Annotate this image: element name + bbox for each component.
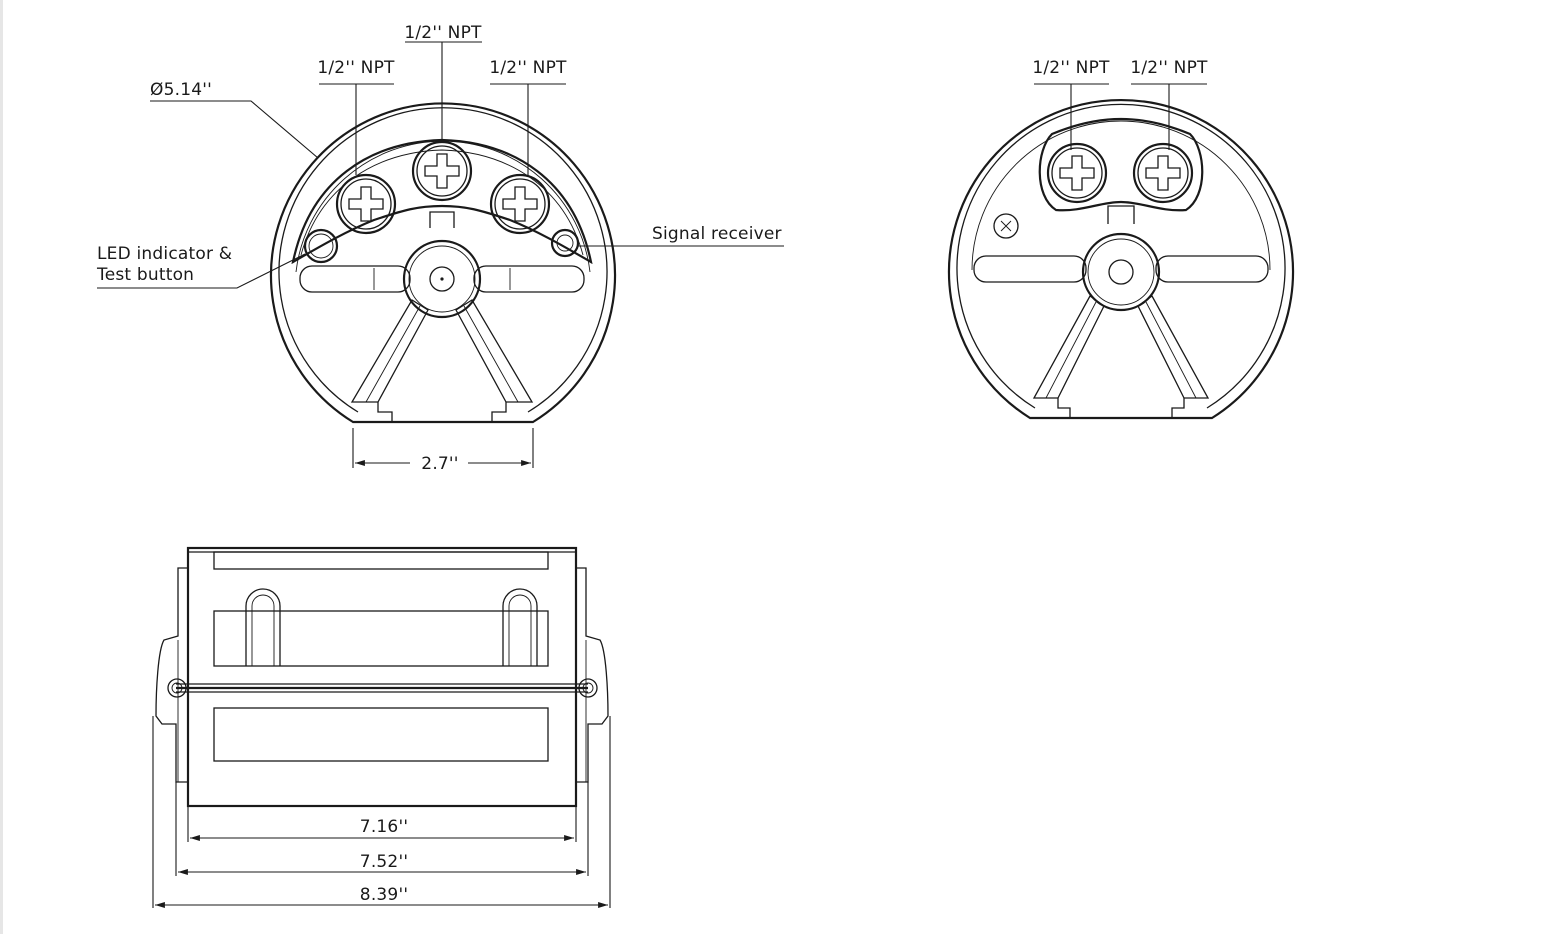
npt-label-top: 1/2'' NPT <box>404 23 482 43</box>
side-lower-window <box>213 707 549 762</box>
width-716-label: 7.16'' <box>360 817 408 837</box>
led-label: LED indicator & <box>97 244 232 264</box>
width-752-label: 7.52'' <box>360 852 408 872</box>
front2-small-screw-icon <box>993 213 1019 239</box>
front-annotations <box>97 41 784 468</box>
front-arm-right <box>473 265 585 293</box>
front-view-three-conduit <box>269 102 617 424</box>
side-pivot-left-icon <box>167 678 187 698</box>
side-upper-window <box>213 610 549 667</box>
npt-label-right: 1/2'' NPT <box>489 58 567 78</box>
front-view-two-conduit <box>947 98 1295 420</box>
npt-label-left: 1/2'' NPT <box>317 58 395 78</box>
signal-receiver-label: Signal receiver <box>652 224 782 244</box>
page-edge <box>0 0 3 934</box>
side-main-body <box>186 546 578 808</box>
front-leg-right <box>455 299 534 403</box>
front-arm-left <box>299 265 411 293</box>
front2-arm-left <box>973 255 1087 283</box>
npt2-label-right: 1/2'' NPT <box>1130 58 1208 78</box>
diameter-label: Ø5.14'' <box>150 80 212 100</box>
side-pivot-right-icon <box>578 678 598 698</box>
front2-screw-right-icon <box>1132 142 1194 204</box>
front2-screw-left-icon <box>1046 142 1108 204</box>
front2-arm-right <box>1155 255 1269 283</box>
front-hub <box>402 239 482 319</box>
side-view <box>155 546 609 808</box>
side-bracket-right <box>576 567 609 783</box>
side-slot-left <box>245 588 281 666</box>
signal-receiver-icon <box>550 228 580 258</box>
front-inner-housing <box>278 107 608 413</box>
test-button-label: Test button <box>96 265 194 285</box>
front-outer-housing <box>269 102 617 424</box>
width-839-label: 8.39'' <box>360 885 408 905</box>
front-junction-cover <box>291 138 593 265</box>
front2-hub <box>1081 232 1161 312</box>
npt2-label-left: 1/2'' NPT <box>1032 58 1110 78</box>
front2-annotations <box>1034 83 1207 150</box>
led-indicator-icon <box>303 228 339 264</box>
side-slot-right <box>502 588 538 666</box>
front2-junction-cover <box>1038 117 1204 212</box>
front2-leg-left <box>1032 295 1105 399</box>
front-screw-center-icon <box>411 140 473 202</box>
base-width-label: 2.7'' <box>421 454 458 474</box>
front2-leg-right <box>1137 295 1210 399</box>
front2-outer-housing <box>947 98 1295 420</box>
side-annotations <box>152 716 611 908</box>
side-bracket-left <box>155 567 188 783</box>
front-leg-left <box>350 299 429 403</box>
